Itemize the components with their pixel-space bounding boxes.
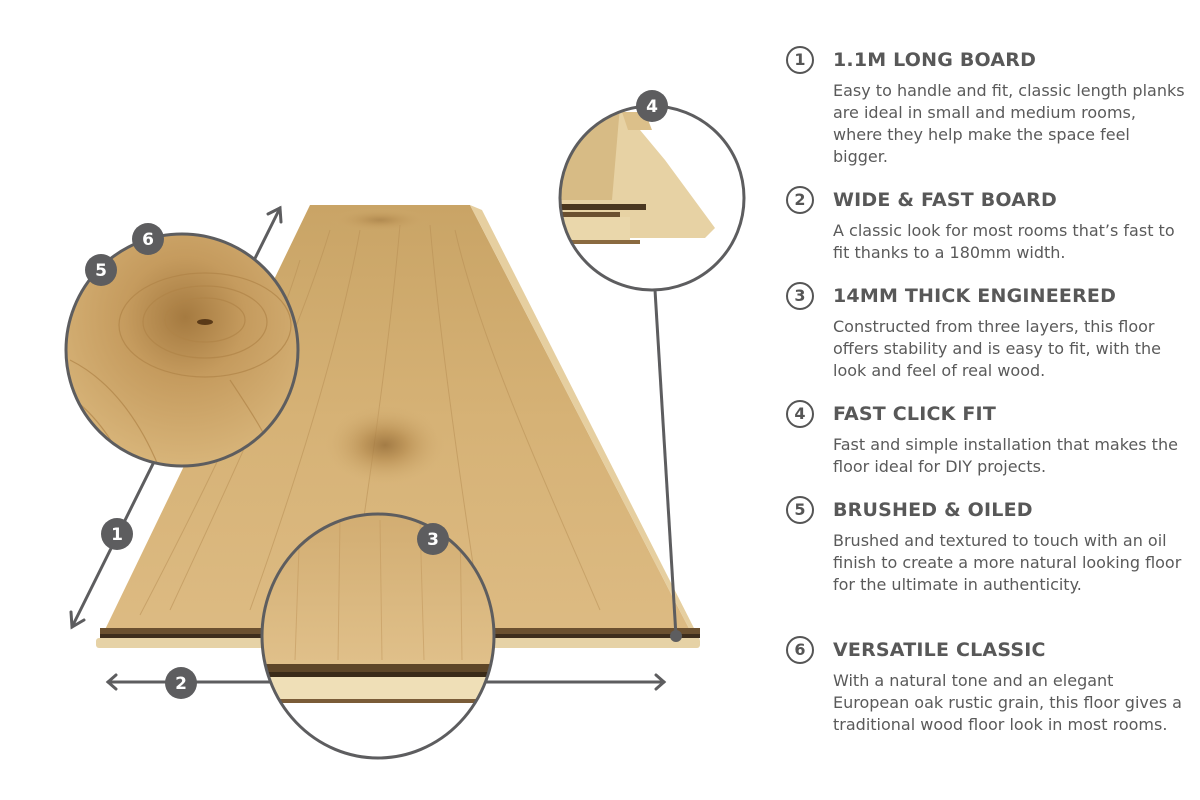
feature-item-long-board: 1 1.1M LONG BOARD Easy to handle and fit…	[786, 46, 1186, 168]
number-circle-icon: 2	[786, 186, 814, 214]
feature-description: Brushed and textured to touch with an oi…	[833, 531, 1182, 594]
feature-item-wide-board: 2 WIDE & FAST BOARD A classic look for m…	[786, 186, 1186, 264]
feature-description: Constructed from three layers, this floo…	[833, 317, 1161, 380]
number-circle-icon: 5	[786, 496, 814, 524]
layers-detail-circle	[260, 512, 496, 760]
number-circle-icon: 4	[786, 400, 814, 428]
svg-text:5: 5	[95, 261, 107, 281]
badge-5: 5	[85, 254, 117, 286]
feature-item-click-fit: 4 FAST CLICK FIT Fast and simple install…	[786, 400, 1186, 478]
feature-title: VERSATILE CLASSIC	[833, 639, 1046, 661]
badge-1: 1	[101, 518, 133, 550]
feature-item-versatile-classic: 6 VERSATILE CLASSIC With a natural tone …	[786, 636, 1186, 736]
feature-title: 14MM THICK ENGINEERED	[833, 285, 1117, 307]
number-circle-icon: 3	[786, 282, 814, 310]
feature-description: A classic look for most rooms that’s fas…	[833, 221, 1175, 262]
feature-description: With a natural tone and an elegant Europ…	[833, 671, 1182, 734]
feature-title: FAST CLICK FIT	[833, 403, 996, 425]
svg-text:4: 4	[646, 97, 658, 117]
feature-description: Easy to handle and fit, classic length p…	[833, 81, 1185, 166]
badge-2: 2	[165, 667, 197, 699]
floorboard-illustration: 1 2 3 4 5 6	[64, 90, 746, 760]
badge-3: 3	[417, 523, 449, 555]
feature-item-brushed-oiled: 5 BRUSHED & OILED Brushed and textured t…	[786, 496, 1186, 596]
svg-text:1: 1	[111, 525, 123, 545]
feature-description: Fast and simple installation that makes …	[833, 435, 1178, 476]
feature-title: WIDE & FAST BOARD	[833, 189, 1057, 211]
svg-text:2: 2	[175, 674, 187, 694]
svg-text:6: 6	[142, 230, 154, 250]
feature-title: BRUSHED & OILED	[833, 499, 1033, 521]
svg-text:3: 3	[427, 530, 439, 550]
number-circle-icon: 1	[786, 46, 814, 74]
feature-item-thick-engineered: 3 14MM THICK ENGINEERED Constructed from…	[786, 282, 1186, 382]
feature-title: 1.1M LONG BOARD	[833, 49, 1037, 71]
badge-6: 6	[132, 223, 164, 255]
badge-4: 4	[636, 90, 668, 122]
number-circle-icon: 6	[786, 636, 814, 664]
